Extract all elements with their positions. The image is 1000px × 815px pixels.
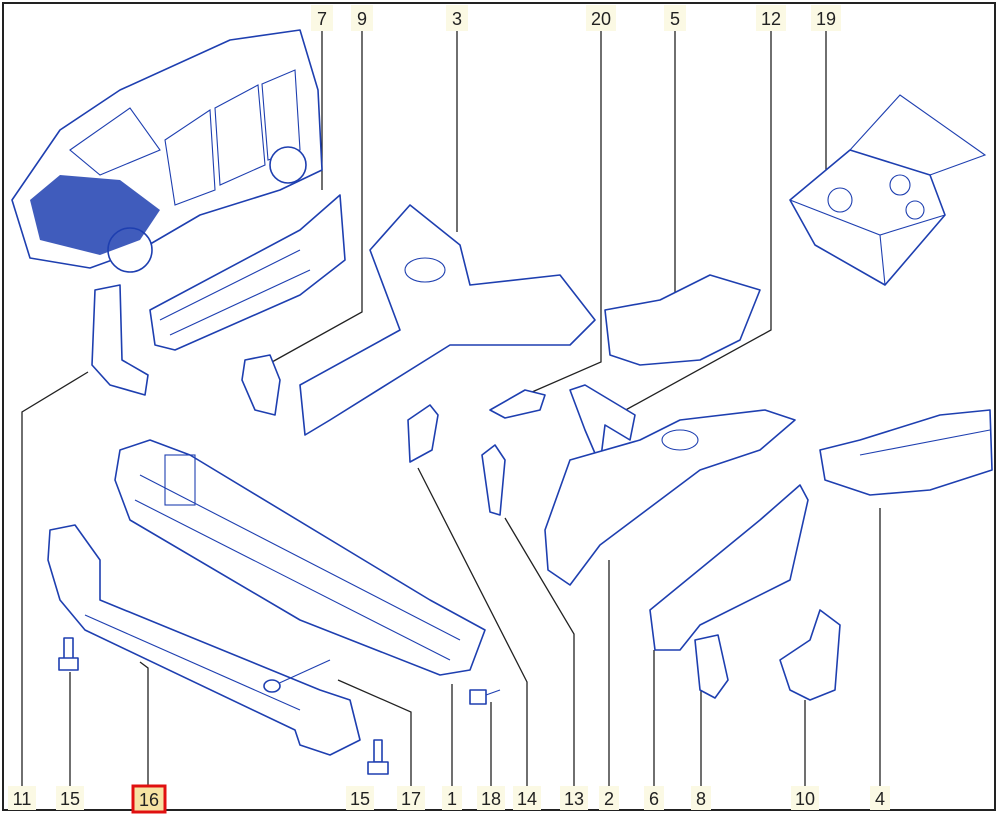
part-15b-bolt [367,739,389,775]
svg-text:13: 13 [564,789,584,809]
part-7 [149,194,346,351]
part-19-kit-box [789,94,987,286]
svg-text:20: 20 [591,9,611,29]
part-5 [604,274,761,366]
part-13 [481,444,506,516]
svg-text:12: 12 [761,9,781,29]
svg-text:2: 2 [604,789,614,809]
callout-18[interactable]: 18 [477,786,505,810]
svg-text:9: 9 [357,9,367,29]
callout-12[interactable]: 12 [756,5,786,31]
part-12 [569,384,636,466]
callout-16-selected[interactable]: 16 [131,784,167,814]
callout-8[interactable]: 8 [691,786,711,810]
callout-6[interactable]: 6 [644,786,664,810]
callout-9[interactable]: 9 [351,5,373,31]
svg-text:4: 4 [875,789,885,809]
part-16-crossmember [47,524,361,756]
svg-text:18: 18 [481,789,501,809]
callout-5[interactable]: 5 [664,5,686,31]
part-14 [407,404,439,463]
callout-7[interactable]: 7 [311,5,333,31]
leader-lines [21,30,881,788]
callout-4[interactable]: 4 [870,786,890,810]
callout-13[interactable]: 13 [560,786,588,810]
top-labels: 7 9 3 20 5 12 19 [311,5,841,31]
part-18-bolt [469,689,501,705]
callout-15[interactable]: 15 [56,786,84,810]
bottom-labels: 11 15 16 15 17 1 18 14 13 2 6 8 10 4 [8,784,890,814]
part-8 [694,634,729,699]
callout-1[interactable]: 1 [442,786,462,810]
part-3 [299,204,596,436]
svg-text:8: 8 [696,789,706,809]
callout-15b[interactable]: 15 [346,786,374,810]
svg-text:17: 17 [401,789,421,809]
callout-3[interactable]: 3 [446,5,468,31]
callout-11[interactable]: 11 [8,786,36,810]
part-20 [489,389,546,419]
svg-text:3: 3 [452,9,462,29]
svg-text:14: 14 [517,789,537,809]
part-6 [649,484,809,651]
vehicle-illustration [11,29,323,273]
svg-text:6: 6 [649,789,659,809]
svg-text:1: 1 [447,789,457,809]
part-4 [819,409,993,496]
callout-2[interactable]: 2 [599,786,619,810]
svg-text:19: 19 [816,9,836,29]
part-17-hook [263,659,331,693]
part-1-bumper-beam [114,439,486,676]
callout-14[interactable]: 14 [513,786,541,810]
svg-text:15: 15 [60,789,80,809]
svg-text:15: 15 [350,789,370,809]
part-9 [241,354,281,416]
svg-text:5: 5 [670,9,680,29]
svg-text:10: 10 [795,789,815,809]
callout-10[interactable]: 10 [791,786,819,810]
part-2 [544,409,796,586]
svg-text:16: 16 [139,790,159,810]
svg-text:11: 11 [13,789,32,809]
part-15-bolt [58,637,79,671]
callout-17[interactable]: 17 [397,786,425,810]
callout-20[interactable]: 20 [586,5,616,31]
part-10 [779,609,841,701]
part-11 [91,284,149,396]
callout-19[interactable]: 19 [811,5,841,31]
svg-text:7: 7 [317,9,327,29]
